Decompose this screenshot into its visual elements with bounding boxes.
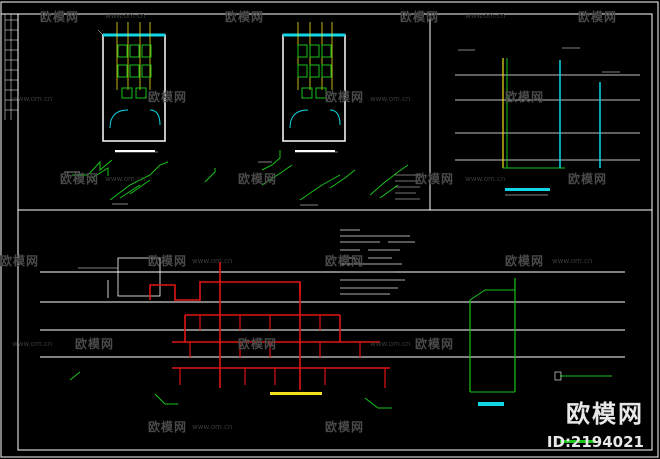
watermark-text: 欧模网: [325, 420, 365, 434]
isometric-leaders: [64, 161, 318, 206]
drawing-frame: [17, 13, 653, 451]
watermark-text: 欧模网: [40, 10, 80, 24]
caption-bar-main: [270, 392, 322, 395]
watermark-text: 欧模网: [148, 90, 188, 104]
brand-logo-text: 欧模网: [566, 400, 644, 428]
green-riser: [469, 278, 612, 406]
watermark-text: 欧模网: [415, 337, 455, 351]
legend-notes: [395, 174, 420, 200]
watermark-url: www.om.cn: [192, 423, 233, 431]
caption-bar-right: [560, 440, 596, 443]
watermark-text: 欧模网: [75, 337, 115, 351]
watermark-url: www.om.cn: [105, 12, 146, 20]
caption-bar-plan1: [115, 150, 155, 152]
watermark-text: 欧模网: [148, 254, 188, 268]
watermark-text: 欧模网: [60, 172, 100, 186]
watermark-text: 欧模网: [238, 172, 278, 186]
watermark-text: 欧模网: [0, 254, 40, 268]
watermark-text: 欧模网: [505, 90, 545, 104]
bathroom-plan-1: [97, 22, 166, 153]
watermark-text: 欧模网: [400, 10, 440, 24]
hot-water-network: [149, 262, 390, 390]
bathroom-plan-2: [282, 22, 346, 153]
brand-id: ID:2194021: [546, 433, 644, 451]
drain-ends: [69, 371, 392, 409]
watermark-text: 欧模网: [325, 90, 365, 104]
watermark-url: www.om.cn: [12, 95, 53, 103]
watermark-text: 欧模网: [415, 172, 455, 186]
watermark-url: www.om.cn: [192, 257, 233, 265]
design-notes: [340, 229, 415, 295]
watermark-text: 欧模网: [325, 254, 365, 268]
watermark-url: www.om.cn: [105, 175, 146, 183]
watermark-text: 欧模网: [148, 420, 188, 434]
watermark-url: www.om.cn: [370, 340, 411, 348]
watermark-text: 欧模网: [238, 337, 278, 351]
pump-room: [78, 257, 161, 298]
watermark-text: 欧模网: [568, 172, 608, 186]
watermark-text: 欧模网: [505, 254, 545, 268]
watermark-url: www.om.cn: [465, 175, 506, 183]
watermark-text: 欧模网: [225, 10, 265, 24]
riser-diagram: [455, 47, 640, 196]
watermark-url: www.om.cn: [12, 340, 53, 348]
watermark-text: 欧模网: [578, 10, 618, 24]
watermark-url: www.om.cn: [370, 95, 411, 103]
watermark-url: www.om.cn: [465, 12, 506, 20]
floor-levels: [40, 271, 625, 358]
watermark-url: www.om.cn: [552, 257, 593, 265]
title-strip-cells: [4, 14, 18, 120]
caption-bar-plan2: [295, 150, 335, 152]
